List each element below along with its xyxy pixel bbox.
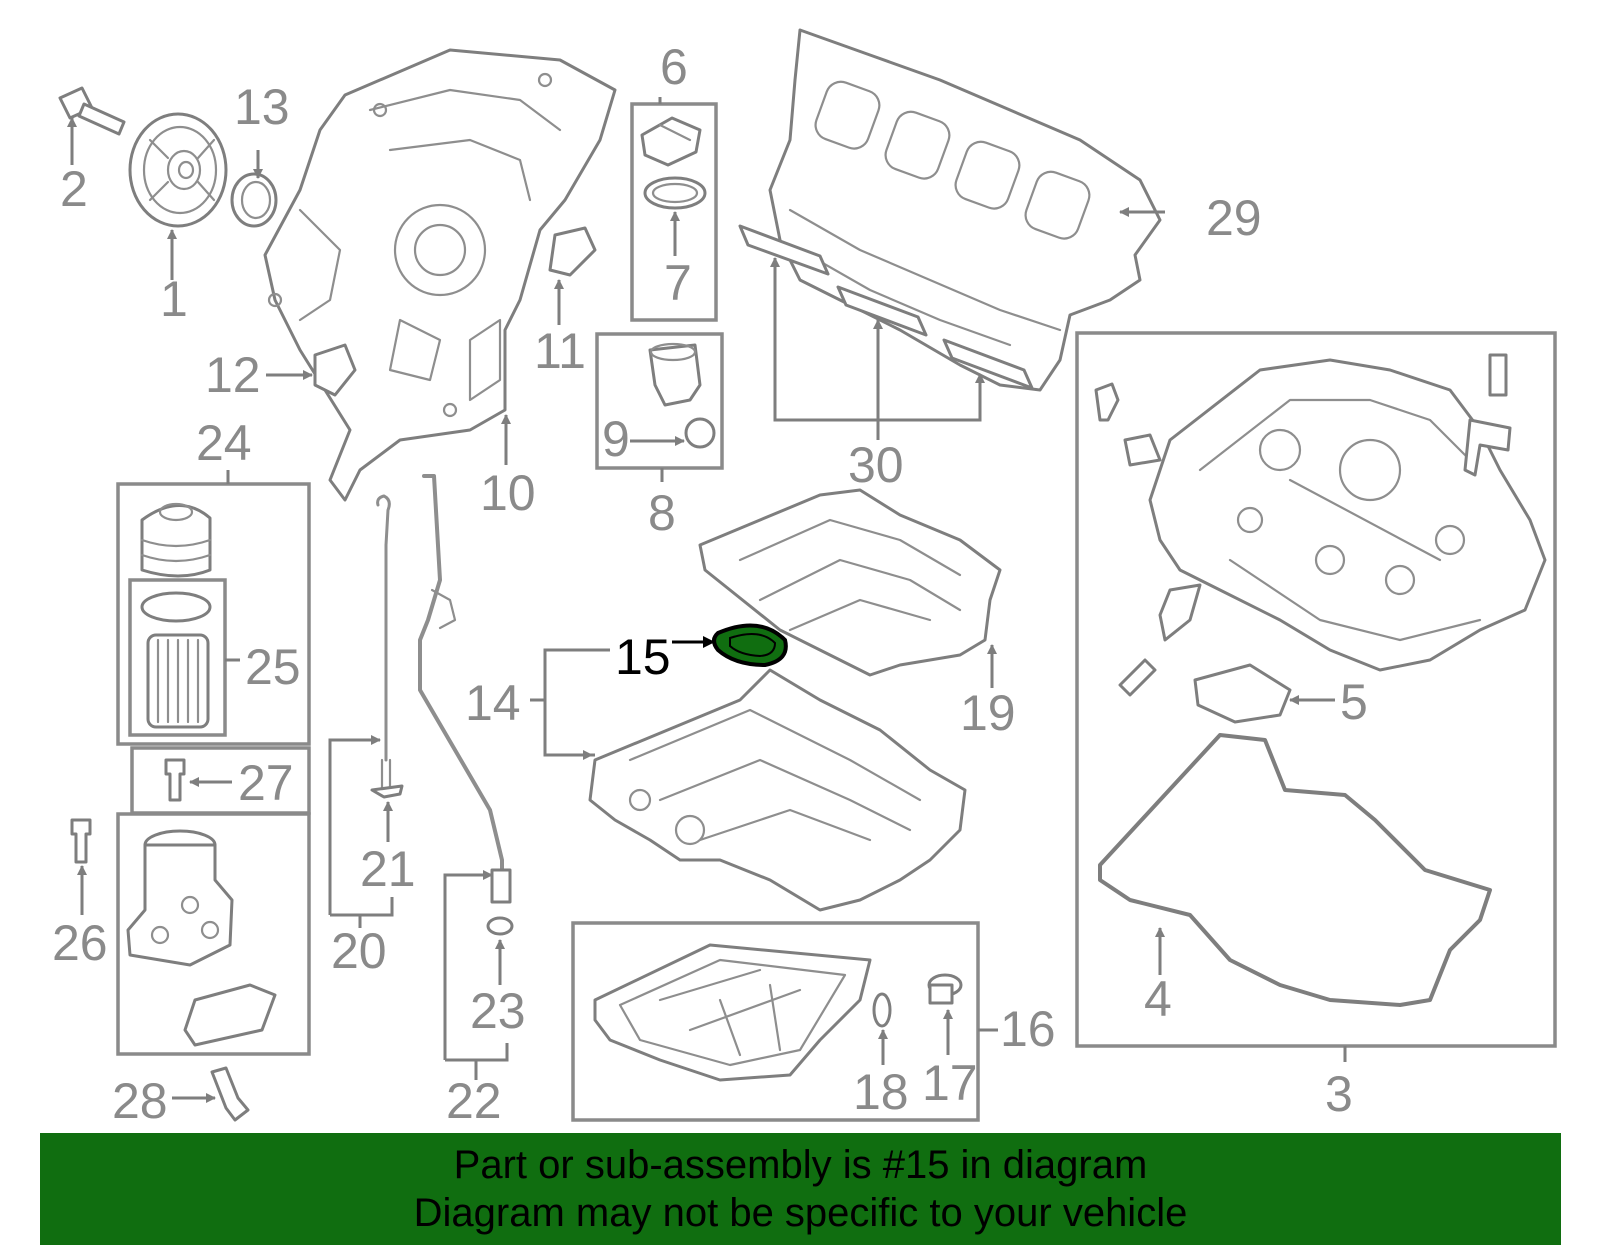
label-17: 17 (922, 1055, 978, 1111)
oring-part-23 (486, 916, 514, 936)
label-5: 5 (1340, 674, 1368, 730)
label-28: 28 (112, 1073, 168, 1129)
ladder-frame-part-19 (698, 488, 1002, 677)
bracket-part-3b (1123, 433, 1162, 467)
label-18: 18 (853, 1064, 909, 1120)
oring-part-7 (643, 176, 707, 210)
label-12: 12 (205, 347, 261, 403)
filter-element-part-25 (146, 633, 210, 729)
label-20: 20 (331, 923, 387, 979)
gasket-part-11 (548, 226, 597, 277)
label-29: 29 (1206, 190, 1262, 246)
highlighted-gasket-part-15 (712, 623, 788, 668)
label-16: 16 (1000, 1001, 1056, 1057)
label-13: 13 (234, 79, 290, 135)
bracket-part-3e (1158, 583, 1202, 642)
label-19: 19 (960, 685, 1016, 741)
gasket-housing (183, 983, 277, 1047)
label-2: 2 (60, 161, 88, 217)
label-8: 8 (648, 485, 676, 541)
label-7: 7 (664, 255, 692, 311)
label-11: 11 (534, 323, 586, 379)
gasket-part-4 (1098, 733, 1492, 1007)
washer-part-18 (872, 992, 892, 1028)
banner-line-2: Diagram may not be specific to your vehi… (413, 1191, 1188, 1235)
drain-plug-part-17 (927, 973, 963, 1005)
label-15: 15 (615, 629, 671, 685)
label-25: 25 (245, 639, 301, 695)
bolt-part-27 (164, 758, 186, 802)
label-9: 9 (602, 411, 630, 467)
dipstick-tube-part-22 (418, 474, 512, 904)
cap-part-6 (640, 116, 702, 167)
label-14: 14 (465, 675, 521, 731)
oil-pan-upper-part-14 (588, 668, 967, 912)
label-1: 1 (160, 271, 188, 327)
clip-part-21 (370, 784, 404, 799)
label-4: 4 (1144, 971, 1172, 1027)
box-25 (128, 578, 227, 737)
label-23: 23 (470, 983, 526, 1039)
bolt-part-3a (1094, 382, 1120, 422)
bolt-part-28 (210, 1066, 250, 1122)
label-6: 6 (660, 39, 688, 95)
bolt-part-2 (58, 86, 126, 136)
leader-lines (67, 97, 1347, 1103)
seal-part-13 (230, 172, 278, 228)
pulley-part-1 (128, 112, 228, 228)
label-24: 24 (196, 415, 252, 471)
valve-cover-part-3 (1148, 358, 1547, 672)
callout-labels: 1 2 3 4 5 6 7 8 9 10 11 12 13 14 15 16 1… (52, 39, 1368, 1129)
gasket-part-5 (1193, 663, 1292, 724)
label-3: 3 (1325, 1066, 1353, 1122)
label-30: 30 (848, 437, 904, 493)
gasket-part-12 (313, 343, 357, 397)
bolt-part-26 (70, 818, 92, 864)
label-22: 22 (446, 1073, 502, 1129)
filter-cap-part-24 (140, 502, 212, 578)
timing-cover-part-10 (263, 48, 617, 502)
sensor-part-3d (1463, 418, 1512, 477)
oring-part-25 (140, 591, 212, 623)
info-banner: Part or sub-assembly is #15 in diagram D… (40, 1133, 1561, 1245)
oring-part-9 (684, 417, 716, 449)
banner-line-1: Part or sub-assembly is #15 in diagram (453, 1143, 1148, 1187)
label-10: 10 (480, 465, 536, 521)
oil-pan-lower-part-16 (593, 943, 872, 1082)
bolt-part-3c (1488, 353, 1508, 397)
filter-housing (126, 829, 234, 967)
label-26: 26 (52, 915, 108, 971)
label-21: 21 (360, 841, 416, 897)
label-27: 27 (238, 755, 294, 811)
gasket-part-30 (738, 224, 1034, 390)
filler-part-8 (648, 342, 702, 407)
dipstick-part-20 (376, 494, 392, 792)
bolt-part-3f (1118, 658, 1157, 697)
